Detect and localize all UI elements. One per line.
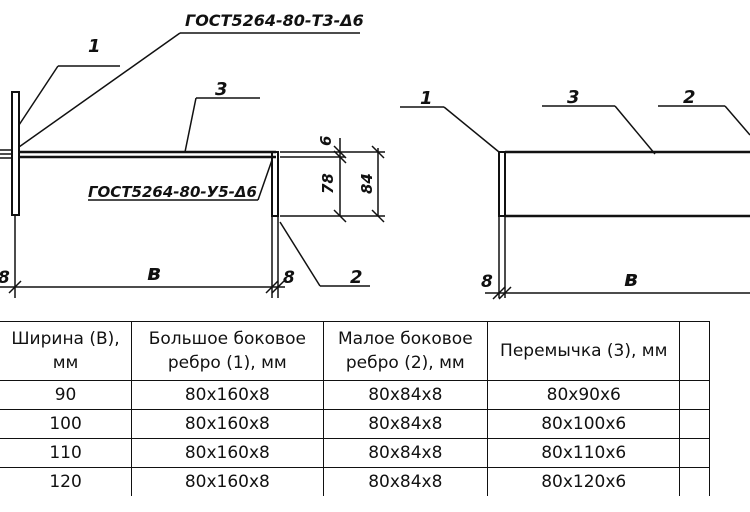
left-callout-3: 3 bbox=[215, 79, 228, 100]
cell-bridge: 80x120x6 bbox=[487, 467, 681, 497]
cell-bridge: 80x90x6 bbox=[487, 380, 681, 410]
left-small-rib bbox=[271, 151, 279, 217]
left-dim-8-right: 8 bbox=[283, 268, 295, 288]
header-width: Ширина (В), мм bbox=[0, 321, 133, 381]
table-row: 110 80x160x8 80x84x8 80x110x6 bbox=[0, 438, 710, 468]
gost-label-top: ГОСТ5264-80-Т3-Δ6 bbox=[185, 11, 364, 30]
specs-table: Ширина (В), мм Большое боковое ребро (1)… bbox=[0, 321, 710, 497]
cell-large-rib: 80x160x8 bbox=[131, 409, 324, 439]
right-callout-2: 2 bbox=[683, 87, 696, 108]
dim-84: 84 bbox=[358, 173, 376, 194]
left-large-rib bbox=[11, 91, 20, 216]
table-row: 120 80x160x8 80x84x8 80x120x6 bbox=[0, 467, 710, 497]
cell-cut bbox=[679, 438, 710, 468]
left-callout-1: 1 bbox=[88, 36, 101, 57]
cell-small-rib: 80x84x8 bbox=[322, 467, 489, 497]
right-dim-width: в bbox=[624, 267, 638, 292]
cell-large-rib: 80x160x8 bbox=[131, 467, 324, 497]
table-row: 90 80x160x8 80x84x8 80x90x6 bbox=[0, 380, 710, 410]
gost-label-bottom: ГОСТ5264-80-У5-Δ6 bbox=[88, 183, 257, 201]
left-dim-width: в bbox=[147, 261, 161, 286]
cell-small-rib: 80x84x8 bbox=[322, 409, 489, 439]
cell-cut bbox=[679, 380, 710, 410]
cell-cut bbox=[679, 409, 710, 439]
table-header-row: Ширина (В), мм Большое боковое ребро (1)… bbox=[0, 321, 710, 381]
right-callout-1: 1 bbox=[420, 88, 433, 109]
header-large-rib: Большое боковое ребро (1), мм bbox=[131, 321, 324, 381]
header-bridge: Перемычка (3), мм bbox=[487, 321, 681, 381]
cell-bridge: 80x110x6 bbox=[487, 438, 681, 468]
header-small-rib: Малое боковое ребро (2), мм bbox=[322, 321, 489, 381]
cell-cut bbox=[679, 467, 710, 497]
right-small-rib bbox=[498, 151, 506, 217]
table-row: 100 80x160x8 80x84x8 80x100x6 bbox=[0, 409, 710, 439]
cell-width: 110 bbox=[0, 438, 133, 468]
cell-large-rib: 80x160x8 bbox=[131, 438, 324, 468]
header-cut bbox=[679, 321, 710, 381]
bottom-bar bbox=[0, 496, 750, 512]
dim-6: 6 bbox=[317, 136, 335, 146]
dim-78: 78 bbox=[319, 173, 337, 194]
cell-width: 100 bbox=[0, 409, 133, 439]
left-dim-8-left: 8 bbox=[0, 268, 10, 288]
cell-bridge: 80x100x6 bbox=[487, 409, 681, 439]
right-callout-3: 3 bbox=[567, 87, 580, 108]
cell-width: 120 bbox=[0, 467, 133, 497]
cell-small-rib: 80x84x8 bbox=[322, 380, 489, 410]
left-callout-2: 2 bbox=[350, 267, 363, 288]
right-dim-8: 8 bbox=[481, 272, 493, 292]
cell-small-rib: 80x84x8 bbox=[322, 438, 489, 468]
cell-width: 90 bbox=[0, 380, 133, 410]
cell-large-rib: 80x160x8 bbox=[131, 380, 324, 410]
technical-drawing: ГОСТ5264-80-Т3-Δ6 ГОСТ5264-80-У5-Δ6 1 3 … bbox=[0, 11, 750, 300]
